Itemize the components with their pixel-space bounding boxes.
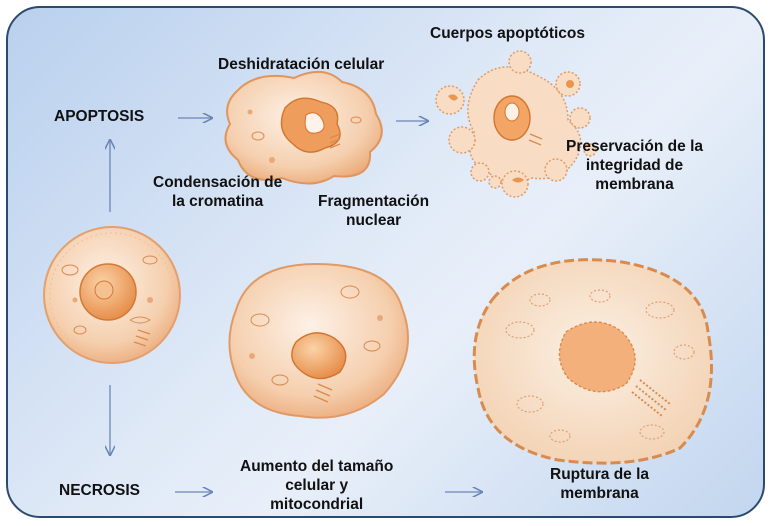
apoptotic-cell — [226, 72, 382, 184]
label-ruptura-line2: membrana — [550, 484, 649, 503]
swelling-cell — [229, 264, 408, 418]
label-condensacion-line2: la cromatina — [153, 192, 282, 211]
label-ruptura: Ruptura de la membrana — [550, 465, 649, 503]
label-fragmentacion-line1: Fragmentación — [318, 192, 429, 211]
label-ruptura-line1: Ruptura de la — [550, 465, 649, 484]
label-preservacion-line2: integridad de — [566, 156, 703, 175]
label-aumento-line2: celular y — [240, 476, 393, 495]
label-preservacion-line3: membrana — [566, 175, 703, 194]
label-fragmentacion-line2: nuclear — [318, 211, 429, 230]
label-cuerpos: Cuerpos apoptóticos — [430, 24, 585, 43]
label-condensacion-line1: Condensación de — [153, 173, 282, 192]
label-fragmentacion: Fragmentación nuclear — [318, 192, 429, 230]
label-aumento-line3: mitocondrial — [240, 495, 393, 514]
label-preservacion: Preservación de la integridad de membran… — [566, 137, 703, 194]
ruptured-cell — [474, 260, 711, 463]
label-apoptosis: APOPTOSIS — [54, 107, 144, 126]
normal-cell — [44, 227, 180, 363]
label-aumento: Aumento del tamaño celular y mitocondria… — [240, 457, 393, 514]
label-necrosis: NECROSIS — [59, 481, 140, 500]
label-aumento-line1: Aumento del tamaño — [240, 457, 393, 476]
label-condensacion: Condensación de la cromatina — [153, 173, 282, 211]
label-deshidratacion: Deshidratación celular — [218, 55, 384, 74]
label-preservacion-line1: Preservación de la — [566, 137, 703, 156]
